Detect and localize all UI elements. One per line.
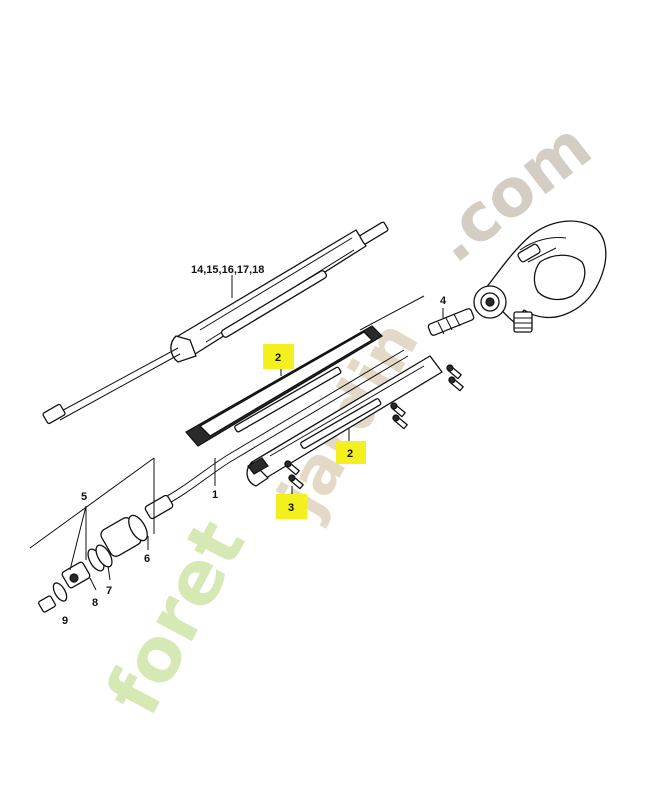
nozzle-parts-icon[interactable] <box>38 512 151 613</box>
shell-upper-icon[interactable] <box>185 295 425 447</box>
highlight-screw <box>276 494 307 519</box>
callout-labels: 14,15,16,17,18 2 2 3 4 1 5 6 7 8 9 <box>62 264 447 627</box>
callout-nozzle-cap: 6 <box>144 553 150 565</box>
callout-lance: 14,15,16,17,18 <box>191 264 264 276</box>
tube-icon[interactable] <box>144 349 409 520</box>
highlight-shell-upper <box>263 344 294 369</box>
callout-shell-upper: 2 <box>275 352 281 364</box>
callout-nozzle-body: 8 <box>92 597 98 609</box>
callout-tube: 1 <box>212 489 218 501</box>
callout-highlights <box>263 344 366 519</box>
callout-screw: 3 <box>288 502 294 514</box>
nipple-icon[interactable] <box>427 308 475 336</box>
callout-nozzle-kit: 5 <box>81 491 87 503</box>
highlight-shell-lower <box>336 441 366 464</box>
shell-lower-icon[interactable] <box>246 355 443 487</box>
screws-icon[interactable] <box>284 364 464 490</box>
callout-nipple: 4 <box>440 295 447 307</box>
callout-oring: 7 <box>106 585 112 597</box>
callout-tip: 9 <box>62 615 68 627</box>
spray-gun-handle-icon[interactable] <box>473 220 607 333</box>
lance-assembly-icon[interactable] <box>42 221 389 425</box>
leader-lines <box>29 275 444 591</box>
callout-shell-lower: 2 <box>347 448 353 460</box>
